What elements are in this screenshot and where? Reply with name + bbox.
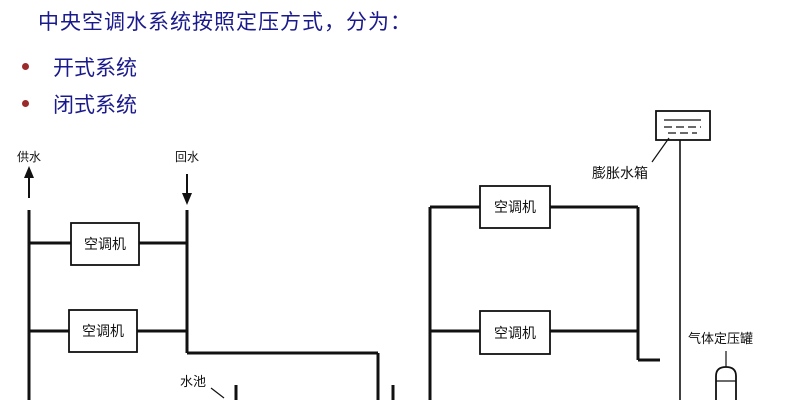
ac-unit-label: 空调机 [82,324,124,340]
ac-unit-box [68,309,138,353]
ac-unit-box [479,185,551,229]
return-arrow-icon [182,193,192,205]
closed-system-schematic [428,110,737,400]
bullet-open-system: 开式系统 [22,52,137,82]
open-system-schematic [24,166,395,400]
pressure-tank-label: 气体定压罐 [688,331,753,347]
ac-unit-box [479,310,551,355]
pool-label-leader [210,387,225,399]
gas-pressure-tank-icon [715,366,737,400]
ac-unit-label: 空调机 [84,237,126,253]
expansion-tank-label: 膨胀水箱 [592,165,648,182]
return-label: 回水 [175,150,199,164]
bullet-label: 闭式系统 [53,93,137,117]
supply-arrow-icon [24,166,34,178]
bullet-closed-system: 闭式系统 [22,89,137,119]
bullet-dot-icon [22,62,29,70]
expansion-tank-icon [655,110,711,141]
expansion-label-leader [651,137,670,163]
ac-unit-label: 空调机 [494,200,536,216]
ac-unit-label: 空调机 [494,326,536,342]
page-title: 中央空调水系统按照定压方式，分为： [38,10,412,34]
bullet-dot-icon [22,99,29,107]
ac-unit-box [70,222,140,266]
bullet-label: 开式系统 [53,56,137,80]
supply-label: 供水 [17,150,41,164]
pool-label: 水池 [180,375,206,390]
